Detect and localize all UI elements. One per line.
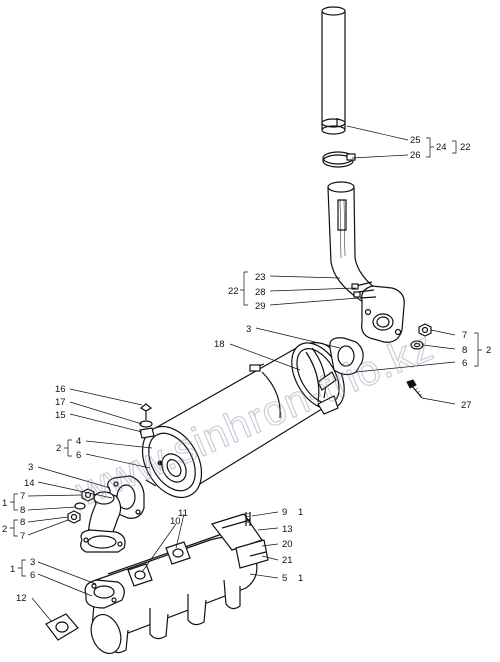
callout-27: 27	[461, 400, 472, 411]
bolt-27	[406, 379, 423, 399]
callout-13: 13	[282, 524, 293, 535]
nut-washer-right	[410, 323, 432, 350]
callout-2: 2	[2, 524, 7, 535]
callout-3: 3	[246, 324, 251, 335]
callout-5: 5	[282, 573, 287, 584]
callout-28: 28	[255, 287, 266, 298]
callout-8: 8	[20, 517, 25, 528]
callout-9: 9	[282, 507, 287, 518]
callout-22: 22	[228, 286, 239, 297]
callout-6: 6	[30, 570, 35, 581]
label-brackets	[10, 137, 482, 577]
callout-labels: 25 26 24 22 23 28 29 22 3 18 7 8 2 6 27 …	[2, 135, 491, 604]
pipe-clamp	[322, 151, 356, 168]
callout-16: 16	[55, 384, 66, 395]
callout-1: 1	[10, 564, 15, 575]
callout-6: 6	[76, 450, 81, 461]
callout-8: 8	[462, 345, 467, 356]
callout-7: 7	[462, 330, 467, 341]
callout-22: 22	[460, 142, 471, 153]
muffler	[139, 337, 364, 498]
callout-7: 7	[20, 491, 25, 502]
callout-21: 21	[282, 555, 293, 566]
callout-11: 11	[178, 508, 188, 519]
callout-14: 14	[24, 478, 35, 489]
callout-26: 26	[410, 150, 421, 161]
callout-1: 1	[298, 507, 303, 518]
callout-7: 7	[20, 531, 25, 542]
tail-pipe	[321, 6, 346, 135]
callout-25: 25	[410, 135, 421, 146]
leader-lines	[27, 125, 456, 623]
callout-1: 1	[2, 498, 7, 509]
callout-23: 23	[255, 272, 266, 283]
callout-2: 2	[56, 443, 61, 454]
callout-17: 17	[55, 397, 66, 408]
callout-8: 8	[20, 505, 25, 516]
callout-18: 18	[214, 339, 225, 350]
exhaust-manifold	[84, 512, 269, 654]
callout-12: 12	[16, 593, 27, 604]
callout-2: 2	[486, 345, 491, 356]
callout-20: 20	[282, 539, 293, 550]
callout-3: 3	[28, 462, 33, 473]
callout-24: 24	[436, 142, 447, 153]
gasket-12	[45, 613, 79, 641]
callout-15: 15	[55, 410, 66, 421]
callout-6: 6	[462, 358, 467, 369]
callout-1: 1	[298, 573, 303, 584]
bent-exhaust-pipe	[327, 181, 405, 343]
callout-10: 10	[170, 516, 181, 527]
callout-29: 29	[255, 301, 266, 312]
callout-4: 4	[76, 436, 81, 447]
elbow-pipe	[67, 488, 126, 553]
callout-3: 3	[30, 557, 35, 568]
